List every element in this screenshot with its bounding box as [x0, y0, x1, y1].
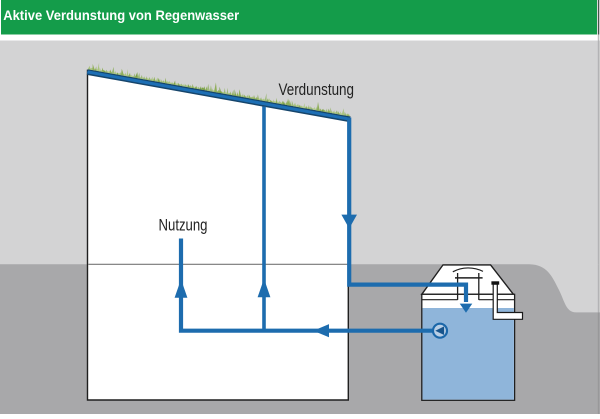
svg-text:Aktive Verdunstung von Regenwa: Aktive Verdunstung von Regenwasser [3, 7, 240, 23]
svg-text:Verdunstung: Verdunstung [279, 80, 355, 99]
svg-text:Nutzung: Nutzung [159, 216, 208, 235]
